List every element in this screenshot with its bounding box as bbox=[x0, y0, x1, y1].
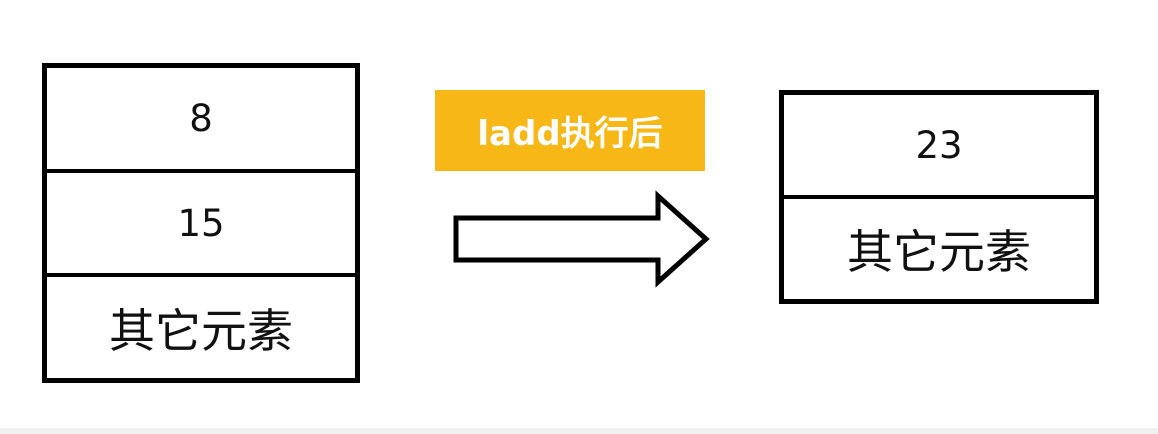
operand-stack-after: 23 其它元素 bbox=[779, 90, 1099, 304]
stack-cell-other-elements: 其它元素 bbox=[109, 303, 293, 358]
bottom-divider bbox=[0, 428, 1158, 434]
stack-cell-second: 15 bbox=[47, 173, 355, 278]
stack-cell-other-elements: 其它元素 bbox=[847, 225, 1031, 279]
stack-cell-top: 8 bbox=[47, 68, 355, 173]
operand-stack-before: 8 15 其它元素 bbox=[42, 63, 360, 383]
right-arrow-icon bbox=[453, 190, 710, 288]
stack-cell-result: 23 bbox=[784, 95, 1094, 199]
operation-label: ladd执行后 bbox=[435, 90, 705, 171]
